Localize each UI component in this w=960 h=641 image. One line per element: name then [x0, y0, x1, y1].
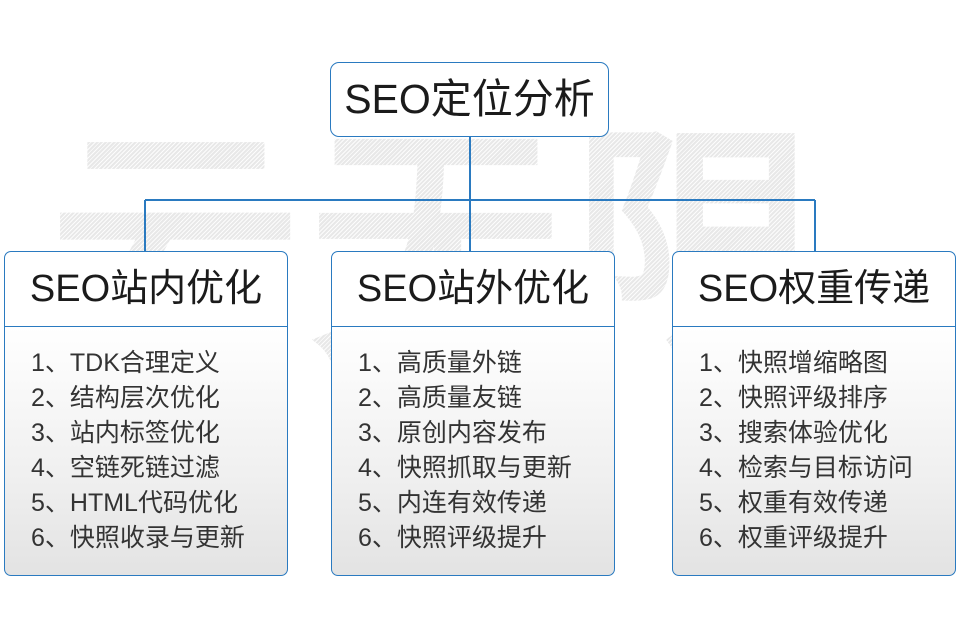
branch-item-list-3: 1、快照增缩略图 2、快照评级排序 3、搜索体验优化 4、检索与目标访问 5、权… — [673, 346, 955, 556]
list-item[interactable]: 2、快照评级排序 — [699, 384, 888, 412]
branch-header-2[interactable]: SEO站外优化 — [331, 251, 615, 327]
branch-header-2-title: SEO站外优化 — [356, 268, 590, 310]
list-item[interactable]: 4、空链死链过滤 — [31, 454, 220, 482]
branch-item-list-2: 1、高质量外链 2、高质量友链 3、原创内容发布 4、快照抓取与更新 5、内连有… — [332, 346, 614, 556]
list-item[interactable]: 2、高质量友链 — [358, 384, 522, 412]
list-item[interactable]: 6、权重评级提升 — [699, 524, 888, 552]
list-item[interactable]: 5、HTML代码优化 — [31, 489, 238, 517]
list-item[interactable]: 3、站内标签优化 — [31, 419, 220, 447]
list-item[interactable]: 1、快照增缩略图 — [699, 349, 888, 377]
list-item[interactable]: 5、权重有效传递 — [699, 489, 888, 517]
list-item[interactable]: 1、高质量外链 — [358, 349, 522, 377]
branch-column-3: SEO权重传递 1、快照增缩略图 2、快照评级排序 3、搜索体验优化 4、检索与… — [672, 251, 956, 576]
list-item[interactable]: 3、原创内容发布 — [358, 419, 547, 447]
list-item[interactable]: 5、内连有效传递 — [358, 489, 547, 517]
branch-header-3-title: SEO权重传递 — [697, 268, 931, 310]
branch-column-2: SEO站外优化 1、高质量外链 2、高质量友链 3、原创内容发布 4、快照抓取与… — [331, 251, 615, 576]
list-item[interactable]: 3、搜索体验优化 — [699, 419, 888, 447]
root-node[interactable]: SEO定位分析 — [330, 62, 609, 137]
root-node-title: SEO定位分析 — [344, 76, 595, 122]
list-item[interactable]: 2、结构层次优化 — [31, 384, 220, 412]
list-item[interactable]: 6、快照评级提升 — [358, 524, 547, 552]
branch-header-3[interactable]: SEO权重传递 — [672, 251, 956, 327]
branch-body-1: 1、TDK合理定义 2、结构层次优化 3、站内标签优化 4、空链死链过滤 5、H… — [4, 327, 288, 576]
branch-header-1-title: SEO站内优化 — [29, 268, 263, 310]
branch-body-2: 1、高质量外链 2、高质量友链 3、原创内容发布 4、快照抓取与更新 5、内连有… — [331, 327, 615, 576]
list-item[interactable]: 4、快照抓取与更新 — [358, 454, 572, 482]
branch-body-3: 1、快照增缩略图 2、快照评级排序 3、搜索体验优化 4、检索与目标访问 5、权… — [672, 327, 956, 576]
list-item[interactable]: 1、TDK合理定义 — [31, 349, 220, 377]
branch-header-1[interactable]: SEO站内优化 — [4, 251, 288, 327]
branch-item-list-1: 1、TDK合理定义 2、结构层次优化 3、站内标签优化 4、空链死链过滤 5、H… — [5, 346, 287, 556]
branch-column-1: SEO站内优化 1、TDK合理定义 2、结构层次优化 3、站内标签优化 4、空链… — [4, 251, 288, 576]
list-item[interactable]: 4、检索与目标访问 — [699, 454, 913, 482]
list-item[interactable]: 6、快照收录与更新 — [31, 524, 245, 552]
